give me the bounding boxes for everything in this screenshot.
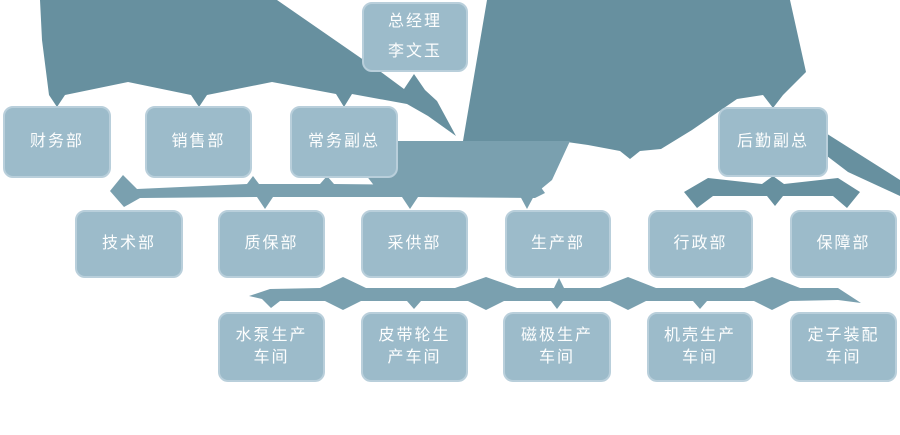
- org-node-pulley-workshop[interactable]: 皮带轮生 产车间: [361, 312, 468, 382]
- org-node-procurement-dept[interactable]: 采供部: [361, 210, 468, 278]
- org-node-finance-dept[interactable]: 财务部: [3, 106, 111, 178]
- connector-row2-to-row3-left: [110, 175, 545, 209]
- connector-production-to-workshops: [249, 277, 861, 310]
- org-node-logistics-deputy-gm[interactable]: 后勤副总: [718, 107, 828, 177]
- org-node-stator-workshop[interactable]: 定子装配 车间: [790, 312, 897, 382]
- connector-logistics-to-row3-right: [684, 176, 860, 208]
- connector-gm-to-left-row: [40, 0, 456, 136]
- org-node-support-dept[interactable]: 保障部: [790, 210, 897, 278]
- org-node-executive-deputy-gm[interactable]: 常务副总: [290, 106, 398, 178]
- org-node-pump-workshop[interactable]: 水泵生产 车间: [218, 312, 325, 382]
- org-node-technology-dept[interactable]: 技术部: [75, 210, 183, 278]
- connector-gm-to-logistics: [463, 0, 806, 159]
- org-node-administration-dept[interactable]: 行政部: [648, 210, 753, 278]
- org-node-magnet-pole-workshop[interactable]: 磁极生产 车间: [503, 312, 611, 382]
- org-node-sales-dept[interactable]: 销售部: [145, 106, 252, 178]
- org-node-casing-workshop[interactable]: 机壳生产 车间: [647, 312, 753, 382]
- org-node-production-dept[interactable]: 生产部: [505, 210, 611, 278]
- org-node-general-manager[interactable]: 总经理 李文玉: [362, 2, 468, 72]
- org-node-quality-assurance-dept[interactable]: 质保部: [218, 210, 325, 278]
